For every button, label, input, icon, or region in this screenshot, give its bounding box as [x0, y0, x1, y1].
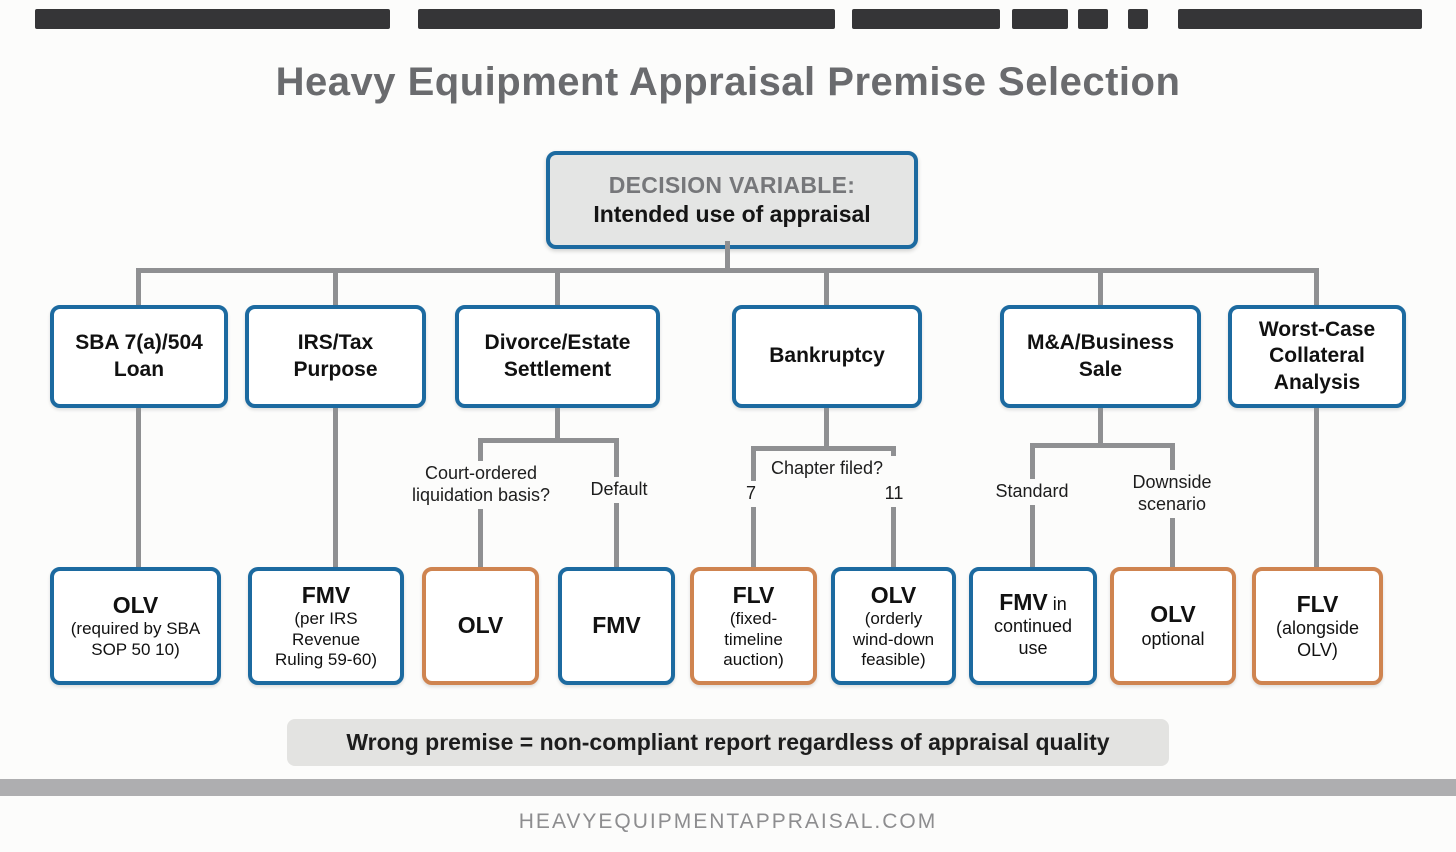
branch-box-worst-case: Worst-Case Collateral Analysis: [1228, 305, 1406, 408]
outcome-detail: in continued use: [993, 594, 1073, 658]
connector-bankruptcy-bar: [751, 446, 896, 451]
top-border-bar-segment: [1012, 9, 1068, 29]
label-standard: Standard: [984, 479, 1080, 505]
outcome-title: FMV: [999, 589, 1048, 615]
label-chapter-7: 7: [741, 481, 761, 507]
bottom-border-bar: [0, 779, 1456, 796]
branch-label: Worst-Case Collateral Analysis: [1258, 318, 1376, 394]
connector-drop-sba: [136, 268, 141, 306]
outcome-detail: optional: [1141, 628, 1205, 649]
outcome-title: FMV: [301, 581, 351, 608]
decision-sublabel: Intended use of appraisal: [593, 201, 871, 227]
label-default: Default: [579, 477, 659, 503]
outcome-box-flv-chapter7: FLV (fixed-timeline auction): [690, 567, 817, 685]
connector-decision-stem: [725, 241, 730, 271]
branch-label: M&A/Business Sale: [1026, 331, 1175, 381]
outcome-title: OLV: [1150, 601, 1196, 628]
branch-box-irs-tax: IRS/Tax Purpose: [245, 305, 426, 408]
outcome-box-flv-worstcase: FLV (alongside OLV): [1252, 567, 1383, 685]
branch-label: Bankruptcy: [769, 344, 885, 368]
connector-bankruptcy-stem: [824, 408, 829, 451]
branch-label: IRS/Tax Purpose: [293, 331, 378, 381]
outcome-detail: (orderly wind-down feasible): [852, 609, 935, 669]
outcome-title: FLV: [732, 581, 775, 608]
outcome-box-olv-divorce: OLV: [422, 567, 539, 685]
connector-drop-ma: [1098, 268, 1103, 306]
outcome-box-fmv-divorce: FMV: [558, 567, 675, 685]
connector-drop-divorce: [555, 268, 560, 306]
outcome-title: OLV: [870, 581, 917, 608]
label-chapter-11: 11: [882, 481, 906, 507]
outcome-detail: (alongside OLV): [1275, 618, 1360, 660]
connector-divorce-bar: [478, 438, 619, 443]
connector-ma-bar: [1030, 443, 1175, 448]
outcome-title: OLV: [112, 591, 159, 618]
branch-box-bankruptcy: Bankruptcy: [732, 305, 922, 408]
outcome-detail: (fixed-timeline auction): [723, 609, 784, 669]
connector-bankruptcy-right-drop: [891, 446, 896, 568]
branch-box-sba-loan: SBA 7(a)/504 Loan: [50, 305, 228, 408]
outcome-title: FLV: [1296, 590, 1339, 617]
connector-drop-irs: [333, 268, 338, 306]
connector-ma-left-drop: [1030, 443, 1035, 568]
connector-drop-bankruptcy: [824, 268, 829, 306]
label-court-ordered-liquidation: Court-ordered liquidation basis?: [396, 461, 566, 509]
outcome-detail: (per IRS Revenue Ruling 59-60): [274, 609, 378, 669]
outcome-title: OLV: [457, 612, 504, 639]
outcome-box-olv-sba: OLV (required by SBA SOP 50 10): [50, 567, 221, 685]
connector-divorce-stem: [555, 408, 560, 443]
branch-label: Divorce/Estate Settlement: [484, 331, 631, 381]
page-title: Heavy Equipment Appraisal Premise Select…: [275, 60, 1181, 104]
top-border-bar-segment: [852, 9, 1000, 29]
connector-drop-worstcase: [1314, 268, 1319, 306]
branch-box-divorce-estate: Divorce/Estate Settlement: [455, 305, 660, 408]
outcome-box-olv-chapter11: OLV (orderly wind-down feasible): [831, 567, 956, 685]
branch-label: SBA 7(a)/504 Loan: [75, 331, 203, 381]
outcome-detail: (required by SBA SOP 50 10): [70, 619, 201, 659]
label-downside-scenario: Downside scenario: [1117, 470, 1227, 518]
label-chapter-filed: Chapter filed?: [757, 456, 897, 482]
connector-bankruptcy-left-drop: [751, 446, 756, 568]
top-border-bar-segment: [1078, 9, 1108, 29]
outcome-box-olv-optional: OLV optional: [1110, 567, 1236, 685]
decision-variable-box: DECISION VARIABLE: Intended use of appra…: [546, 151, 918, 249]
top-border-bar-segment: [35, 9, 390, 29]
outcome-title: FMV: [592, 612, 641, 639]
top-border-bar-segment: [418, 9, 835, 29]
top-border-bar-segment: [1178, 9, 1422, 29]
decision-label: DECISION VARIABLE:: [608, 172, 856, 198]
top-border-bar-segment: [1128, 9, 1148, 29]
outcome-box-fmv-irs: FMV (per IRS Revenue Ruling 59-60): [248, 567, 404, 685]
connector-horizontal-bar: [136, 268, 1319, 273]
connector-worstcase-to-flv: [1314, 408, 1319, 568]
warning-banner: Wrong premise = non-compliant report reg…: [287, 719, 1169, 766]
connector-sba-to-olv: [136, 408, 141, 568]
connector-irs-to-fmv: [333, 408, 338, 568]
connector-divorce-right-drop: [614, 438, 619, 568]
connector-ma-stem: [1098, 408, 1103, 446]
website-footer: HEAVYEQUIPMENTAPPRAISAL.COM: [518, 810, 938, 833]
branch-box-ma-business-sale: M&A/Business Sale: [1000, 305, 1201, 408]
